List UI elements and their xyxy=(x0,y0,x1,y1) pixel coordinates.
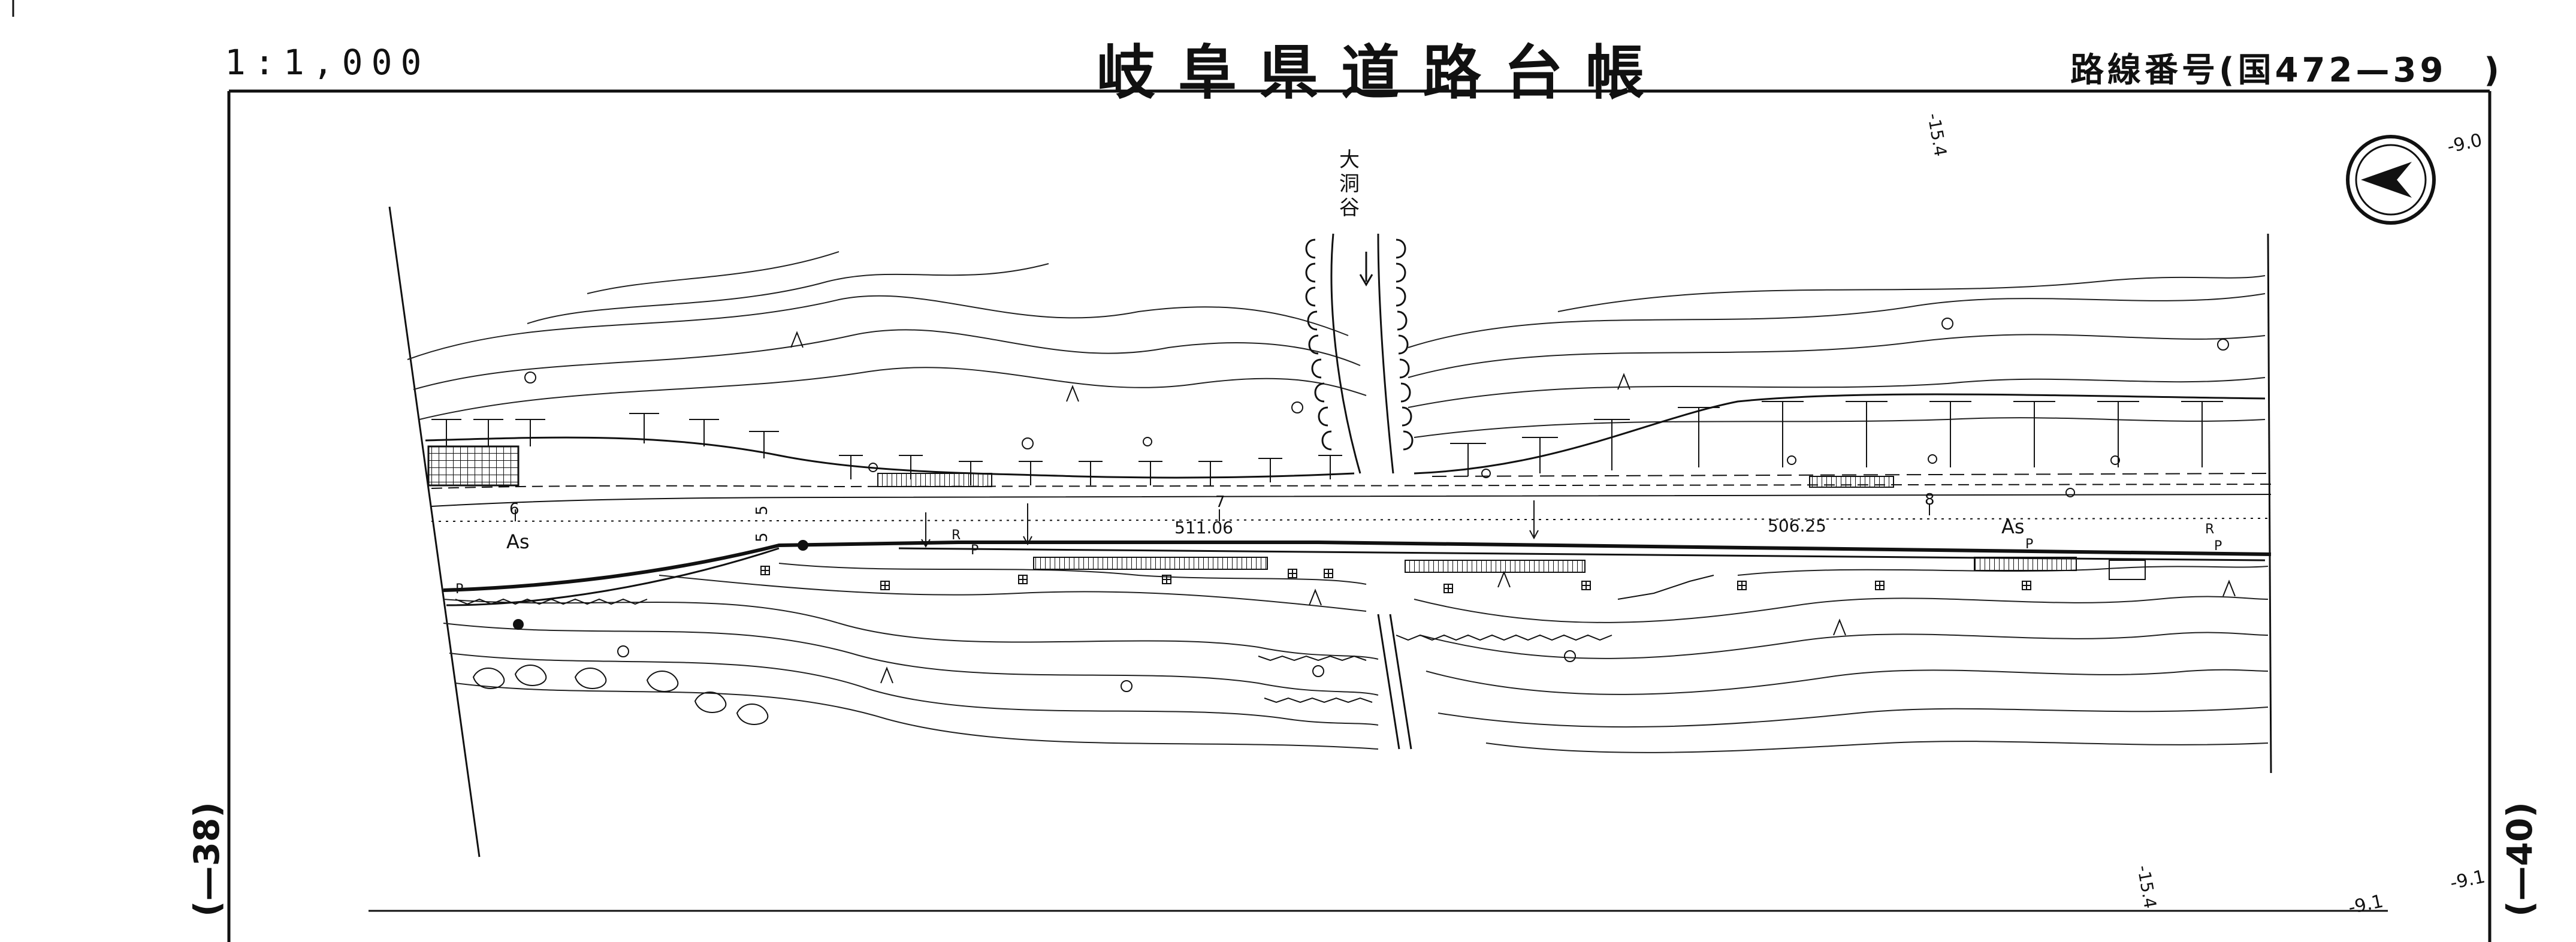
surface-label: As xyxy=(506,530,530,553)
station-label: 506.25 xyxy=(1768,516,1826,536)
retaining-wall xyxy=(1033,557,1268,570)
upper-contours xyxy=(407,251,2266,438)
page-title: 岐阜県道路台帳 xyxy=(1097,38,1668,107)
route-number: 路線番号(国472—39 ) xyxy=(2070,51,2503,90)
surface-label: As xyxy=(2001,515,2025,538)
retaining-wall xyxy=(1809,476,1894,488)
map-scale: 1:1,000 xyxy=(225,42,430,83)
distance-mark: 5 xyxy=(753,532,771,542)
distance-mark: 7 xyxy=(1215,493,1225,511)
sheet-ref: -15.4 xyxy=(1923,111,1950,158)
slope-marks xyxy=(790,331,2236,684)
map-frame xyxy=(227,89,2492,942)
map-symbols xyxy=(513,318,2229,692)
stream-channel xyxy=(1305,233,1414,750)
guard-line xyxy=(455,575,1714,704)
stream-name-char: 洞 xyxy=(1339,172,1360,196)
north-arrow-icon xyxy=(2346,135,2436,225)
point-label: P xyxy=(971,543,979,558)
sheet-ref: -9.1 xyxy=(2347,891,2385,919)
sheet-ref: -9.0 xyxy=(2445,130,2484,158)
retaining-wall xyxy=(427,445,520,487)
slope-tree-symbols xyxy=(431,401,2223,485)
distance-mark: 6 xyxy=(509,500,520,518)
station-label: 511.06 xyxy=(1174,518,1233,538)
retaining-wall xyxy=(877,473,992,487)
road-lines xyxy=(431,473,2272,606)
river-rocks xyxy=(472,665,769,725)
point-label: R xyxy=(2205,522,2214,537)
sheet-ref: -9.1 xyxy=(2448,866,2487,893)
upper-slope-edge-east xyxy=(1414,393,2266,475)
point-label: R xyxy=(952,528,961,543)
distance-mark: 8 xyxy=(1925,491,1935,509)
retaining-wall xyxy=(2109,560,2146,580)
distance-mark: 5 xyxy=(753,505,771,515)
upper-slope-edge xyxy=(425,436,1355,479)
point-label: P xyxy=(2214,539,2222,554)
point-label: P xyxy=(455,582,463,597)
retaining-wall xyxy=(1405,560,1586,573)
lower-contours xyxy=(443,563,2269,753)
sheet-ref: -15.4 xyxy=(2133,864,2160,910)
point-label: P xyxy=(2025,537,2033,552)
right-boundary-line xyxy=(2267,233,2272,774)
station-ticks xyxy=(515,500,1930,548)
left-boundary-line xyxy=(388,206,481,858)
grid-symbols xyxy=(760,566,2031,593)
stream-name-char: 谷 xyxy=(1339,196,1360,220)
stream-name-char: 大 xyxy=(1339,148,1360,172)
